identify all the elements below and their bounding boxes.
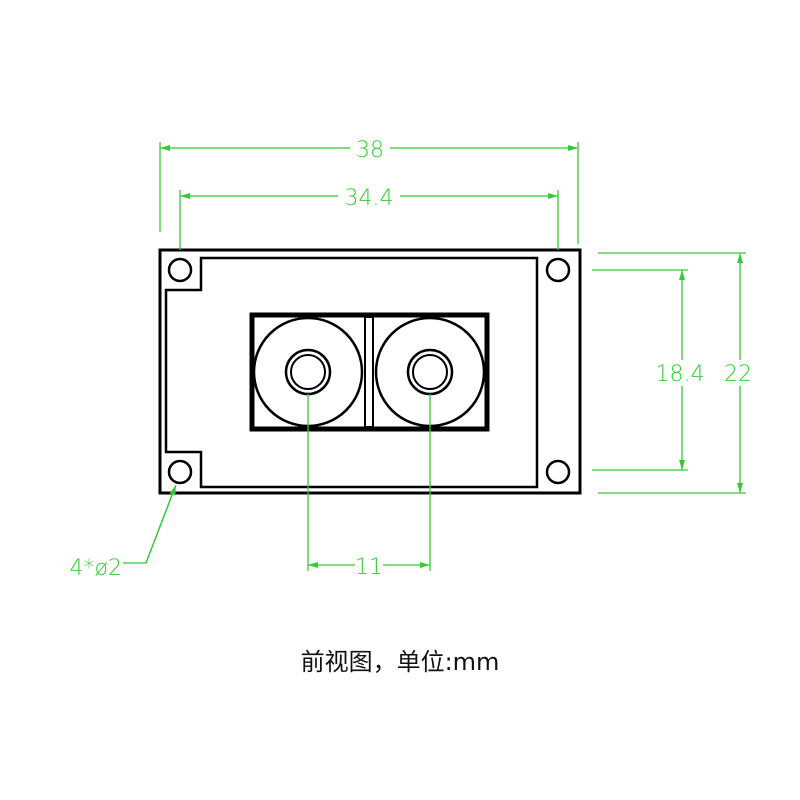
drawing-caption: 前视图，单位:mm: [300, 648, 500, 676]
dim-overall-width: 38: [356, 138, 384, 163]
dim-overall-height: 22: [724, 362, 752, 387]
board: [158, 248, 582, 495]
housing-divider: [364, 316, 374, 428]
lens-right-ring: [406, 348, 454, 396]
board-inner-outline: [164, 256, 539, 489]
mounting-hole: [545, 459, 571, 485]
mounting-hole: [167, 257, 193, 283]
dim-hole-width: 34.4: [345, 186, 394, 211]
hole-callout: 4*ø2: [70, 556, 122, 581]
board-outline: [158, 248, 582, 495]
lens-right-inner: [412, 354, 448, 390]
lens-left-ring: [284, 348, 332, 396]
mounting-hole: [545, 257, 571, 283]
lens-left-inner: [290, 354, 326, 390]
dim-hole-height: 18.4: [656, 362, 705, 387]
mounting-hole: [167, 459, 193, 485]
hole-leader-line: [123, 486, 176, 564]
sensor-housing: [249, 312, 490, 432]
dim-lens-spacing: 11: [355, 555, 383, 580]
